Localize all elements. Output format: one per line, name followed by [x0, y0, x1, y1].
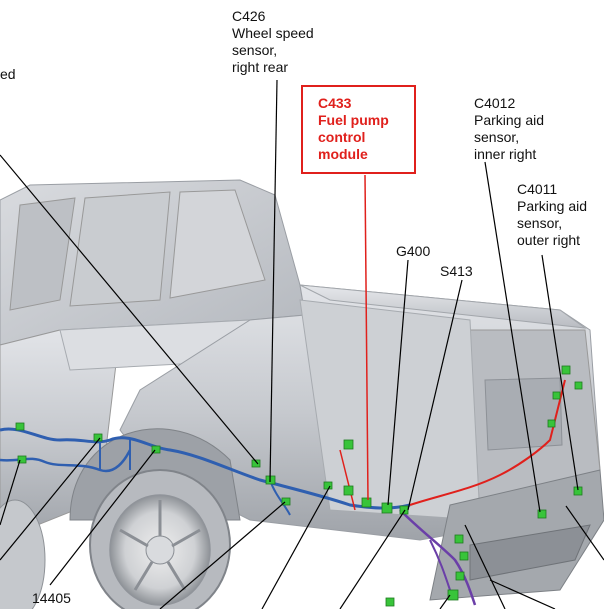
label-cut-left: ed — [0, 66, 16, 82]
truck-bed — [119, 284, 601, 541]
rear-bumper — [429, 469, 604, 601]
label-s413: S413 — [440, 263, 473, 279]
leader-bottom-4 — [439, 594, 451, 610]
leader-g400 — [387, 259, 409, 506]
leader-right-bottom — [565, 505, 604, 561]
connectors — [15, 365, 583, 607]
leader-c4012 — [484, 161, 541, 513]
leader-left-1 — [0, 459, 21, 526]
leader-c426 — [269, 79, 278, 483]
leader-bottom-3 — [339, 509, 406, 610]
label-c4011: C4011 Parking aid sensor, outer right — [517, 181, 588, 248]
rear-wheel — [0, 428, 241, 614]
label-c433: C433 Fuel pump control module — [318, 95, 389, 162]
wiring-harness-purple — [399, 509, 477, 606]
label-14405: 14405 — [32, 590, 71, 606]
highlight-box — [301, 85, 416, 174]
leader-bottom-2 — [261, 485, 331, 610]
leader-bottom-6 — [489, 579, 556, 610]
leader-left-top — [0, 154, 259, 465]
label-c4012: C4012 Parking aid sensor, inner right — [474, 95, 545, 162]
leader-c4011 — [541, 254, 579, 491]
leader-bottom-1 — [159, 501, 286, 610]
leader-s413 — [407, 279, 463, 511]
wiring-harness-red — [339, 379, 566, 511]
leader-left-2 — [0, 437, 101, 561]
truck-cab — [0, 179, 306, 541]
label-c426: C426 Wheel speed sensor, right rear — [232, 8, 314, 75]
leader-14405 — [49, 449, 156, 586]
label-g400: G400 — [396, 243, 431, 259]
leader-lines — [0, 79, 604, 610]
leader-bottom-5 — [464, 524, 506, 610]
leader-c433 — [364, 174, 369, 501]
